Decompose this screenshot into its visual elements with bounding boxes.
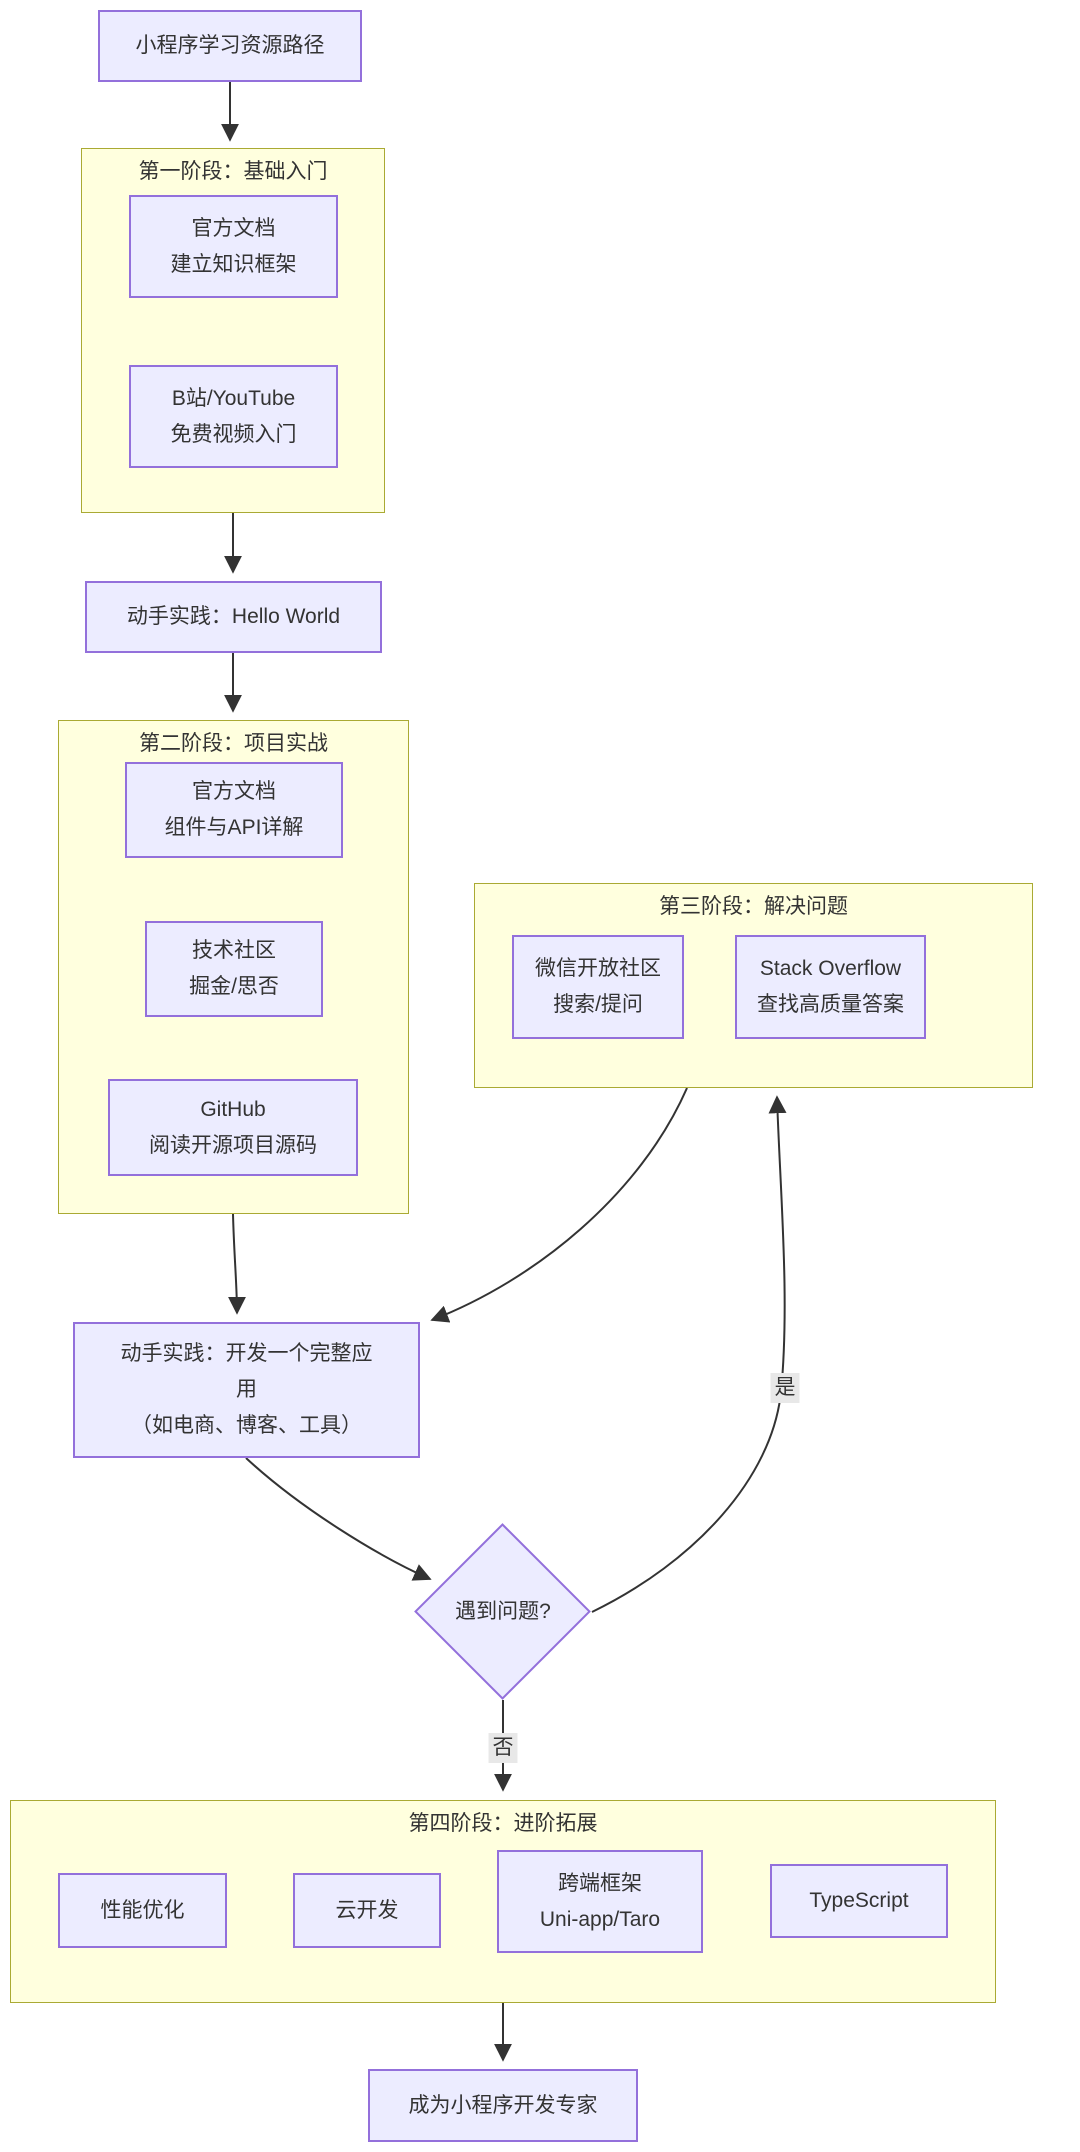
node-line: B站/YouTube: [171, 386, 296, 410]
node-practice-hello-world: 动手实践：Hello World: [85, 581, 382, 653]
node-line: 跨端框架: [558, 1871, 642, 1895]
cluster-stage3-title: 第三阶段：解决问题: [659, 895, 848, 918]
node-line: 技术社区: [192, 939, 276, 962]
node-line: 微信开放社区: [535, 957, 661, 980]
cluster-stage1-title: 第一阶段：基础入门: [138, 160, 328, 183]
node-stack-overflow: Stack Overflow 查找高质量答案: [735, 935, 926, 1039]
node-line: 查找高质量答案: [757, 993, 904, 1016]
node-cloud-dev: 云开发: [293, 1873, 441, 1948]
edge-stage2-to-practice2: [227, 1213, 246, 1315]
node-official-docs-basics: 官方文档 建立知识框架: [129, 195, 338, 298]
node-start-label: 小程序学习资源路径: [135, 34, 325, 57]
node-expert-label: 成为小程序开发专家: [408, 2093, 598, 2117]
node-line: 动手实践：开发一个完整应: [120, 1342, 373, 1365]
node-line: TypeScript: [809, 1889, 909, 1912]
edge-label-no: 否: [488, 1733, 518, 1763]
edge-stage3-to-practice2: [430, 1087, 688, 1323]
node-line: 性能优化: [100, 1898, 185, 1922]
node-line: 组件与API详解: [164, 816, 304, 839]
node-line: GitHub: [200, 1097, 266, 1121]
node-expert: 成为小程序开发专家: [368, 2069, 638, 2142]
edge-decision-to-stage3-yes: [591, 1095, 787, 1613]
node-start: 小程序学习资源路径: [98, 10, 362, 82]
node-line: 掘金/思否: [189, 975, 279, 998]
node-line: Uni-app/Taro: [539, 1907, 661, 1931]
node-line: （如电商、博客、工具）: [131, 1414, 362, 1437]
node-performance: 性能优化: [58, 1873, 227, 1948]
node-wechat-community: 微信开放社区 搜索/提问: [512, 935, 684, 1039]
node-typescript: TypeScript: [770, 1864, 948, 1938]
node-line: 搜索/提问: [553, 993, 643, 1016]
node-video-intro: B站/YouTube 免费视频入门: [129, 365, 338, 468]
node-github-source: GitHub 阅读开源项目源码: [108, 1079, 358, 1176]
node-line: 官方文档: [191, 216, 276, 240]
node-cross-platform: 跨端框架 Uni-app/Taro: [497, 1850, 703, 1953]
node-line: 用: [236, 1378, 257, 1401]
decision-diamond-label: 遇到问题?: [455, 1600, 551, 1623]
node-line: 云开发: [335, 1898, 399, 1922]
node-tech-community: 技术社区 掘金/思否: [145, 921, 323, 1017]
cluster-stage2-title: 第二阶段：项目实战: [139, 732, 328, 755]
edge-practice2-to-decision: [245, 1457, 432, 1581]
node-docs-components-api: 官方文档 组件与API详解: [125, 762, 343, 858]
cluster-stage4-title: 第四阶段：进阶拓展: [408, 1812, 598, 1835]
node-practice-full-app: 动手实践：开发一个完整应 用 （如电商、博客、工具）: [73, 1322, 420, 1458]
node-line: 免费视频入门: [170, 422, 297, 446]
edge-label-yes: 是: [770, 1373, 800, 1403]
node-line: 阅读开源项目源码: [149, 1133, 317, 1157]
node-line: Stack Overflow: [759, 957, 902, 980]
node-line: 官方文档: [192, 780, 276, 803]
node-line: 建立知识框架: [170, 252, 297, 276]
node-practice-hello-world-label: 动手实践：Hello World: [126, 605, 341, 628]
